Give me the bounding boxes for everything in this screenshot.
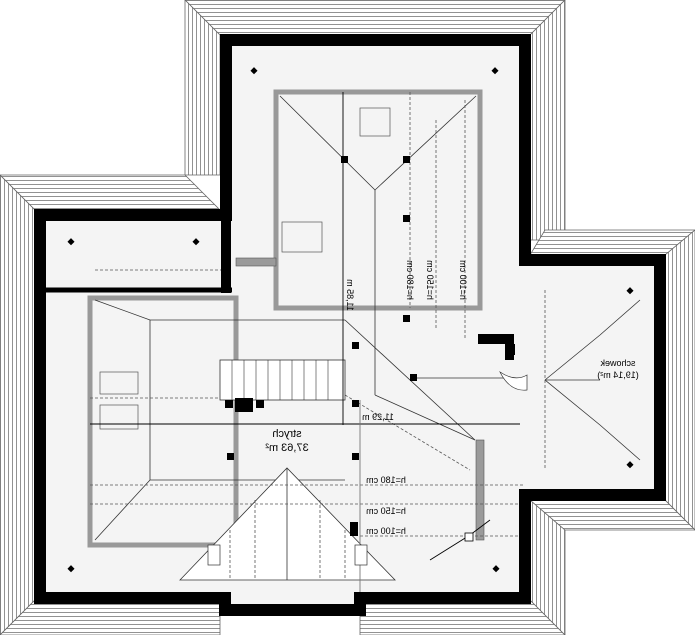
roof-lines — [94, 95, 641, 581]
posts — [227, 156, 515, 536]
dimension-lines — [90, 92, 520, 598]
skylights — [99, 107, 391, 430]
room-label-strych: strych 37,63 m² — [265, 428, 309, 454]
corner-marks — [67, 67, 634, 573]
height-label-100-vertical: h=100 cm — [458, 260, 468, 300]
height-label-180-vertical: h=180 cm — [405, 260, 415, 300]
height-label-150-vertical: h=150 cm — [425, 260, 435, 300]
dimension-length: 11,85 m — [345, 279, 355, 311]
room-area: 37,63 m² — [265, 442, 309, 454]
walls — [34, 34, 666, 616]
height-label-100: h=100 cm — [366, 526, 406, 536]
room-name: strych — [272, 428, 301, 440]
room-label-schowek: schowek (19,14 m²) — [597, 358, 639, 380]
room-name: schowek — [600, 358, 636, 368]
height-label-150: h=150 cm — [366, 506, 406, 516]
height-label-180: h=180 cm — [366, 475, 406, 485]
staircase — [219, 359, 346, 412]
room-area: (19,14 m²) — [597, 370, 639, 380]
dimension-width: 11,29 m — [362, 412, 394, 422]
